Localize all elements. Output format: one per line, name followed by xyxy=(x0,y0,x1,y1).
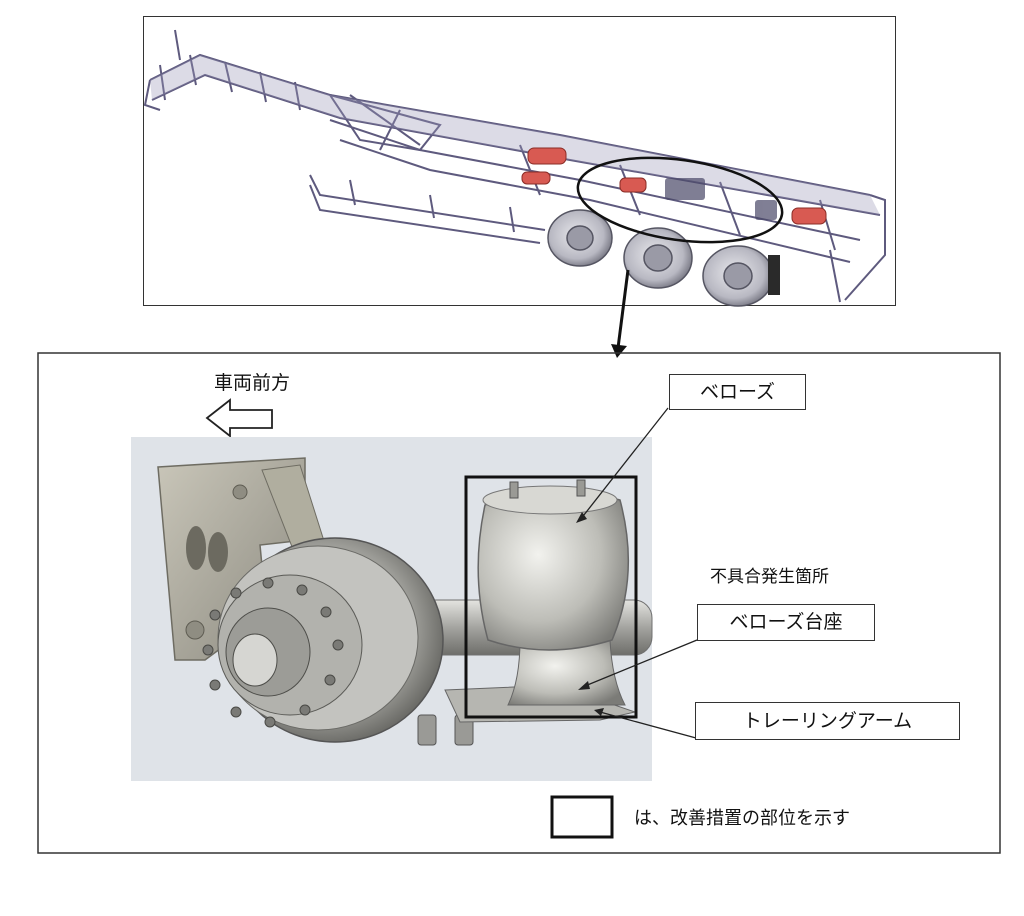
improvement-area-box xyxy=(464,475,638,719)
legend-text: は、改善措置の部位を示す xyxy=(634,808,850,829)
lower-bolts xyxy=(417,714,474,746)
zoom-arrow-line xyxy=(616,269,630,349)
air-tank-red xyxy=(521,147,827,225)
trailer-chassis-illustration xyxy=(143,29,886,303)
vehicle-front-label: 車両前方 xyxy=(214,372,291,394)
detail-panel-frame xyxy=(37,352,1001,854)
wheel-hub-assembly xyxy=(202,537,444,743)
leader-bellows-seat xyxy=(584,639,698,687)
callout-trailing-arm: トレーリングアーム xyxy=(695,702,960,740)
bellows-seat-part xyxy=(507,639,626,706)
chassis-rail-inner xyxy=(329,119,861,241)
legend-box-swatch xyxy=(550,795,614,839)
vehicle-front-arrow-icon xyxy=(205,398,273,438)
zoom-arrow-head xyxy=(611,344,627,358)
mudflap xyxy=(768,255,780,295)
air-tank-4 xyxy=(791,207,827,225)
suspension-cluster xyxy=(665,178,777,220)
callout-bellows: ベローズ xyxy=(669,374,806,410)
trailer-wheels xyxy=(547,209,780,307)
leader-arrowheads xyxy=(576,512,604,716)
chassis-rail-inner-2 xyxy=(339,139,851,263)
defect-location-label: 不具合発生箇所 xyxy=(710,567,829,587)
chassis-surfaces xyxy=(150,55,880,215)
air-tank-1 xyxy=(527,147,567,165)
leader-trailing-arm xyxy=(599,711,697,739)
air-tank-2 xyxy=(521,171,551,185)
defect-area-highlight-ellipse xyxy=(576,156,784,244)
leader-bellows xyxy=(579,407,669,521)
air-tank-3 xyxy=(619,177,647,193)
callout-bellows-seat: ベローズ台座 xyxy=(697,604,875,641)
bellows-part xyxy=(477,490,630,651)
leader-lines xyxy=(579,407,698,739)
